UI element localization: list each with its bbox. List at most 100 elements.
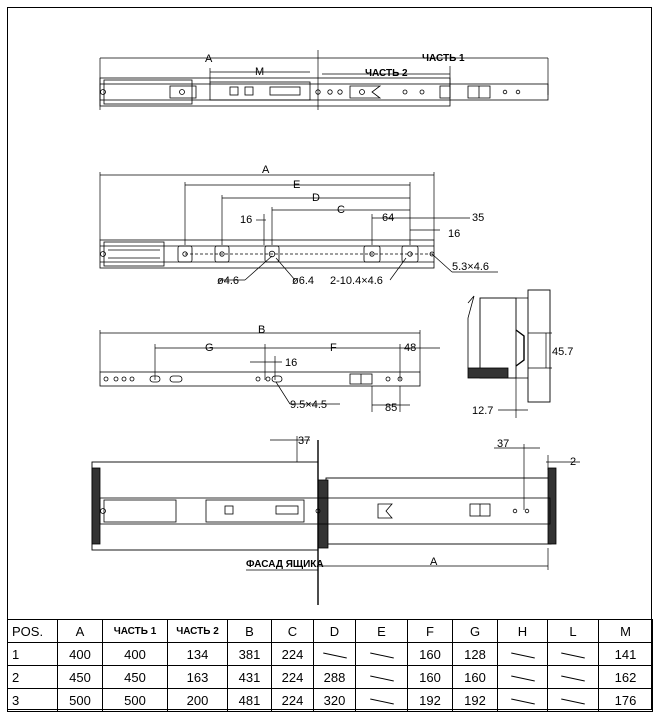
table-cell: 288 xyxy=(313,665,356,689)
dim-c-label: C xyxy=(337,204,345,216)
table-cell: 1 xyxy=(7,642,58,666)
dim-a-label-2: A xyxy=(262,164,270,176)
not-applicable-mark xyxy=(561,675,585,682)
not-applicable-mark xyxy=(369,675,394,682)
table-cell: 128 xyxy=(452,642,498,666)
table-cell xyxy=(547,688,599,712)
table-cell: 134 xyxy=(167,642,228,666)
slot2-label: 5.3×4.6 xyxy=(452,261,489,273)
not-applicable-mark xyxy=(561,652,585,659)
table-cell xyxy=(497,688,548,712)
table-cell: 224 xyxy=(271,642,314,666)
table-cell xyxy=(355,665,408,689)
table-cell: 481 xyxy=(227,688,272,712)
table-cell: 450 xyxy=(57,665,103,689)
table-cell: 2 xyxy=(7,665,58,689)
dim-e-label: E xyxy=(293,179,300,191)
table-cell xyxy=(547,642,599,666)
table-cell: 141 xyxy=(598,642,653,666)
not-applicable-mark xyxy=(510,675,535,682)
hole-64-label: ø6.4 xyxy=(292,275,314,287)
table-cell: 192 xyxy=(407,688,453,712)
table-cell: 500 xyxy=(102,688,168,712)
dim-37b-label: 37 xyxy=(497,438,509,450)
table-cell: 163 xyxy=(167,665,228,689)
slot3-label: 9.5×4.5 xyxy=(290,399,327,411)
not-applicable-mark xyxy=(510,652,535,659)
dim-f-label: F xyxy=(330,342,337,354)
dim-457-label: 45.7 xyxy=(552,346,573,358)
table-cell: 431 xyxy=(227,665,272,689)
view-assembly: 37 37 2 A ФАСАД ЯЩИКА xyxy=(91,435,580,605)
not-applicable-mark xyxy=(561,698,585,705)
table-cell: 450 xyxy=(102,665,168,689)
header-e: E xyxy=(355,619,408,643)
table-cell: 160 xyxy=(407,665,453,689)
table-header-row: POS. A ЧАСТЬ 1 ЧАСТЬ 2 B C D E F G H L M xyxy=(7,619,653,643)
table-cell xyxy=(355,642,408,666)
table-cell: 224 xyxy=(271,688,314,712)
header-m: M xyxy=(598,619,653,643)
dim-g-label: G xyxy=(205,342,214,354)
technical-drawing: A ЧАСТЬ 1 M ЧАСТЬ 2 A xyxy=(91,50,580,605)
header-c: C xyxy=(271,619,314,643)
facade-label: ФАСАД ЯЩИКА xyxy=(246,559,324,570)
specification-table: POS. A ЧАСТЬ 1 ЧАСТЬ 2 B C D E F G H L M… xyxy=(7,619,653,712)
header-d: D xyxy=(313,619,356,643)
not-applicable-mark xyxy=(369,698,394,705)
part2-label: ЧАСТЬ 2 xyxy=(365,68,408,79)
table-cell: 400 xyxy=(102,642,168,666)
view-side-section: 45.7 12.7 xyxy=(467,289,573,418)
dim-b-label: B xyxy=(258,324,265,336)
table-cell: 400 xyxy=(57,642,103,666)
dim-16b-label: 16 xyxy=(448,228,460,240)
dim-m-label: M xyxy=(255,66,264,78)
table-cell: 200 xyxy=(167,688,228,712)
header-f: F xyxy=(407,619,453,643)
dim-48-label: 48 xyxy=(404,342,416,354)
header-part2: ЧАСТЬ 2 xyxy=(167,619,228,643)
view-hole-positions: A E D C 16 64 35 16 xyxy=(99,164,498,287)
table-cell xyxy=(497,642,548,666)
table-cell: 320 xyxy=(313,688,356,712)
header-part1: ЧАСТЬ 1 xyxy=(102,619,168,643)
dim-85-label: 85 xyxy=(385,402,397,414)
hole-46-label: ø4.6 xyxy=(217,275,239,287)
dim-35-label: 35 xyxy=(472,212,484,224)
table-cell: 224 xyxy=(271,665,314,689)
not-applicable-mark xyxy=(510,698,535,705)
table-cell: 160 xyxy=(407,642,453,666)
table-cell: 162 xyxy=(598,665,653,689)
part1-label: ЧАСТЬ 1 xyxy=(422,53,465,64)
header-l: L xyxy=(547,619,599,643)
table-cell: 3 xyxy=(7,688,58,712)
dim-16c-label: 16 xyxy=(285,357,297,369)
dim-2-label: 2 xyxy=(570,456,576,468)
table-cell: 381 xyxy=(227,642,272,666)
header-g: G xyxy=(452,619,498,643)
not-applicable-mark xyxy=(322,652,347,659)
dim-37a-label: 37 xyxy=(298,435,310,447)
table-cell xyxy=(355,688,408,712)
header-pos: POS. xyxy=(7,619,58,643)
view-rail-holes: B G F 48 16 9.5×4.5 85 xyxy=(99,324,440,414)
dim-a2-label: A xyxy=(430,556,438,568)
table-cell: 176 xyxy=(598,688,653,712)
slot-label: 2-10.4×4.6 xyxy=(330,275,383,287)
header-h: H xyxy=(497,619,548,643)
not-applicable-mark xyxy=(369,652,394,659)
view-slide-extended: A ЧАСТЬ 1 M ЧАСТЬ 2 xyxy=(99,50,549,110)
table-cell xyxy=(313,642,356,666)
table-cell: 192 xyxy=(452,688,498,712)
dim-127-label: 12.7 xyxy=(472,405,493,417)
header-b: B xyxy=(227,619,272,643)
table-cell xyxy=(497,665,548,689)
dim-16a-label: 16 xyxy=(240,214,252,226)
dim-a-label: A xyxy=(205,53,213,65)
header-a: A xyxy=(57,619,103,643)
table-cell xyxy=(547,665,599,689)
